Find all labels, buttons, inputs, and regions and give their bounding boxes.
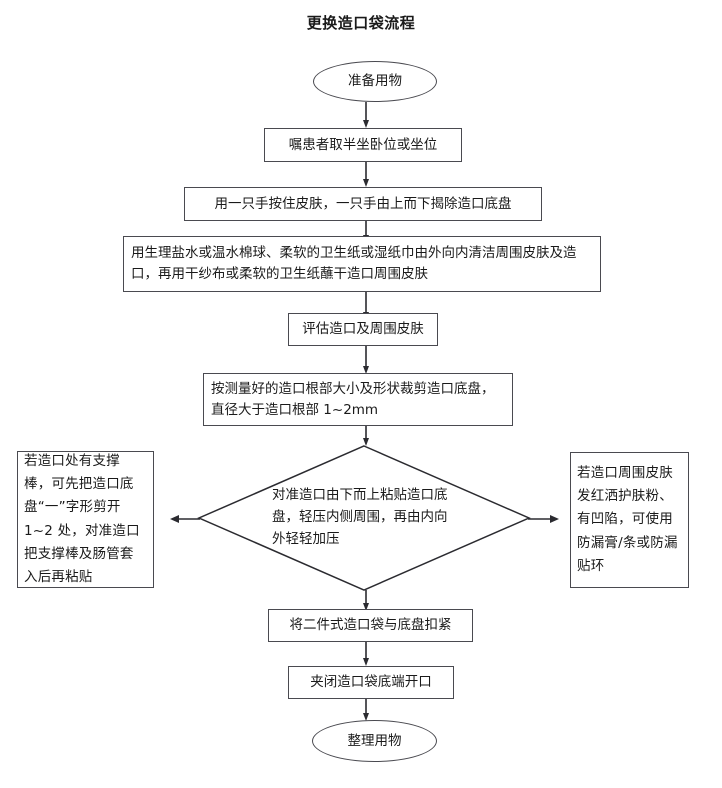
flow-node-label: 准备用物	[348, 73, 402, 90]
connector-step5-to-decision	[363, 426, 369, 446]
flow-node-step2: 用一只手按住皮肤，一只手由上而下揭除造口底盘	[184, 187, 542, 221]
connector-step1-to-step2	[363, 162, 369, 187]
connector-decision-to-step6	[363, 590, 369, 611]
flow-node-label: 对准造口由下而上粘贴造口底盘，轻压内侧周围，再由内向外轻轻加压	[272, 487, 448, 547]
flow-node-note-right: 若造口周围皮肤发红洒护肤粉、有凹陷，可使用防漏膏/条或防漏贴环	[570, 452, 689, 588]
flow-node-label: 夹闭造口袋底端开口	[310, 674, 432, 691]
flow-node-label: 整理用物	[347, 732, 402, 749]
connector-step7-to-end	[363, 699, 369, 721]
flow-node-label: 评估造口及周围皮肤	[302, 321, 424, 338]
connector-step4-to-step5	[363, 346, 369, 374]
flow-node-end: 整理用物	[312, 720, 437, 762]
flow-node-step6: 将二件式造口袋与底盘扣紧	[268, 609, 473, 642]
connector-start-to-step1	[363, 102, 369, 128]
flow-node-label: 嘱患者取半坐卧位或坐位	[288, 136, 438, 153]
flow-node-step1: 嘱患者取半坐卧位或坐位	[264, 128, 462, 162]
flow-node-start: 准备用物	[313, 61, 437, 102]
connector-step6-to-step7	[363, 642, 369, 666]
connector-decision-to-note-right	[528, 515, 559, 523]
flow-node-label: 若造口处有支撑棒，可先把造口底盘“一”字形剪开1~2 处，对准造口把支撑棒及肠管…	[24, 452, 140, 585]
flow-node-step4: 评估造口及周围皮肤	[288, 313, 438, 346]
flow-node-label: 用生理盐水或温水棉球、柔软的卫生纸或湿纸巾由外向内清洁周围皮肤及造口，再用干纱布…	[131, 245, 577, 282]
flow-node-label: 若造口周围皮肤发红洒护肤粉、有凹陷，可使用防漏膏/条或防漏贴环	[577, 464, 678, 574]
flow-node-step3: 用生理盐水或温水棉球、柔软的卫生纸或湿纸巾由外向内清洁周围皮肤及造口，再用干纱布…	[123, 236, 601, 292]
connector-decision-to-note-left	[170, 515, 200, 523]
flow-node-decision-label-wrap: 对准造口由下而上粘贴造口底盘，轻压内侧周围，再由内向外轻轻加压	[272, 468, 452, 568]
flow-node-label: 用一只手按住皮肤，一只手由上而下揭除造口底盘	[214, 195, 512, 212]
flow-node-step5: 按测量好的造口根部大小及形状裁剪造口底盘，直径大于造口根部 1~2mm	[203, 373, 513, 426]
page-title: 更换造口袋流程	[306, 14, 416, 32]
flow-node-step7: 夹闭造口袋底端开口	[288, 666, 454, 699]
flow-node-label: 按测量好的造口根部大小及形状裁剪造口底盘，直径大于造口根部 1~2mm	[211, 380, 495, 418]
flow-node-label: 将二件式造口袋与底盘扣紧	[289, 617, 452, 634]
flow-node-note-left: 若造口处有支撑棒，可先把造口底盘“一”字形剪开1~2 处，对准造口把支撑棒及肠管…	[17, 451, 154, 588]
